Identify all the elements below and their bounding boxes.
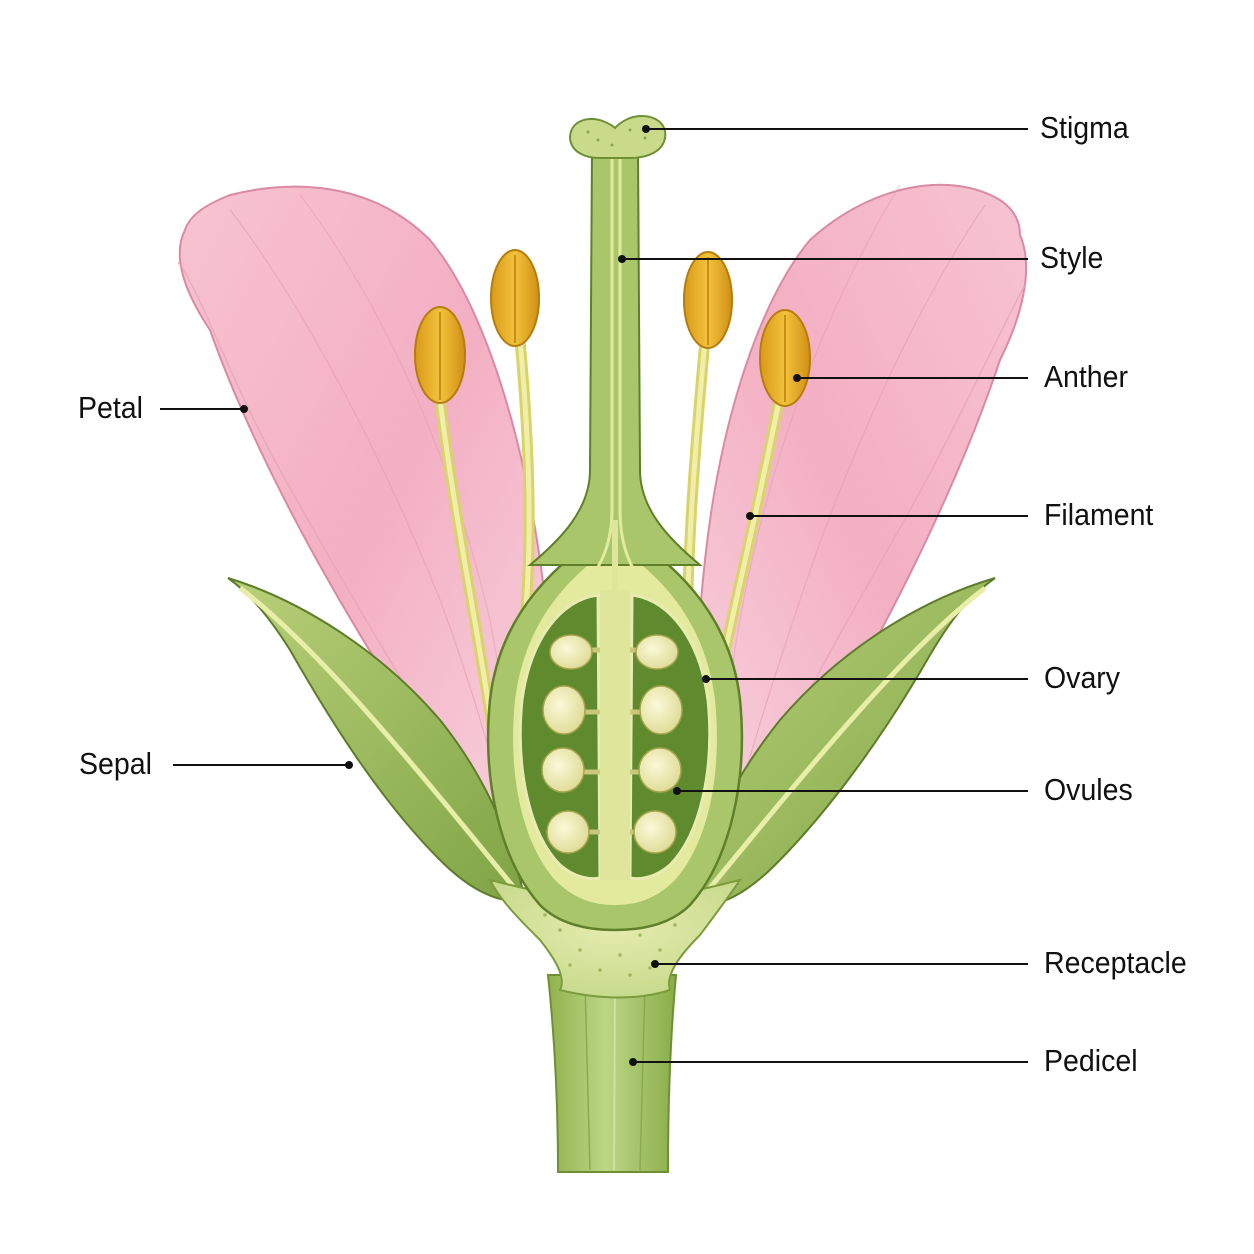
style (527, 149, 703, 590)
label-receptacle: Receptacle (1044, 945, 1187, 980)
label-style: Style (1040, 240, 1104, 275)
ovule (635, 634, 679, 670)
label-ovary: Ovary (1044, 660, 1121, 695)
ovule (541, 747, 585, 793)
ovule (549, 634, 593, 670)
ovule (638, 747, 682, 793)
label-stigma: Stigma (1040, 110, 1129, 145)
pedicel (546, 974, 678, 1173)
stigma (568, 115, 667, 159)
anther-left-inner (490, 249, 540, 347)
label-ovules: Ovules (1044, 772, 1133, 807)
ovule (639, 685, 683, 735)
label-sepal: Sepal (79, 746, 152, 781)
anther-right-outer (759, 309, 811, 407)
label-petal: Petal (78, 390, 144, 425)
anther-right-inner (683, 251, 733, 349)
ovule (633, 810, 677, 854)
label-filament: Filament (1044, 497, 1154, 532)
anther-left-outer (414, 306, 466, 404)
leader-lines (160, 125, 1028, 1066)
ovule (546, 810, 590, 854)
ovules (541, 634, 683, 854)
label-pedicel: Pedicel (1044, 1043, 1138, 1078)
ovule (542, 685, 586, 735)
label-anther: Anther (1044, 359, 1129, 394)
